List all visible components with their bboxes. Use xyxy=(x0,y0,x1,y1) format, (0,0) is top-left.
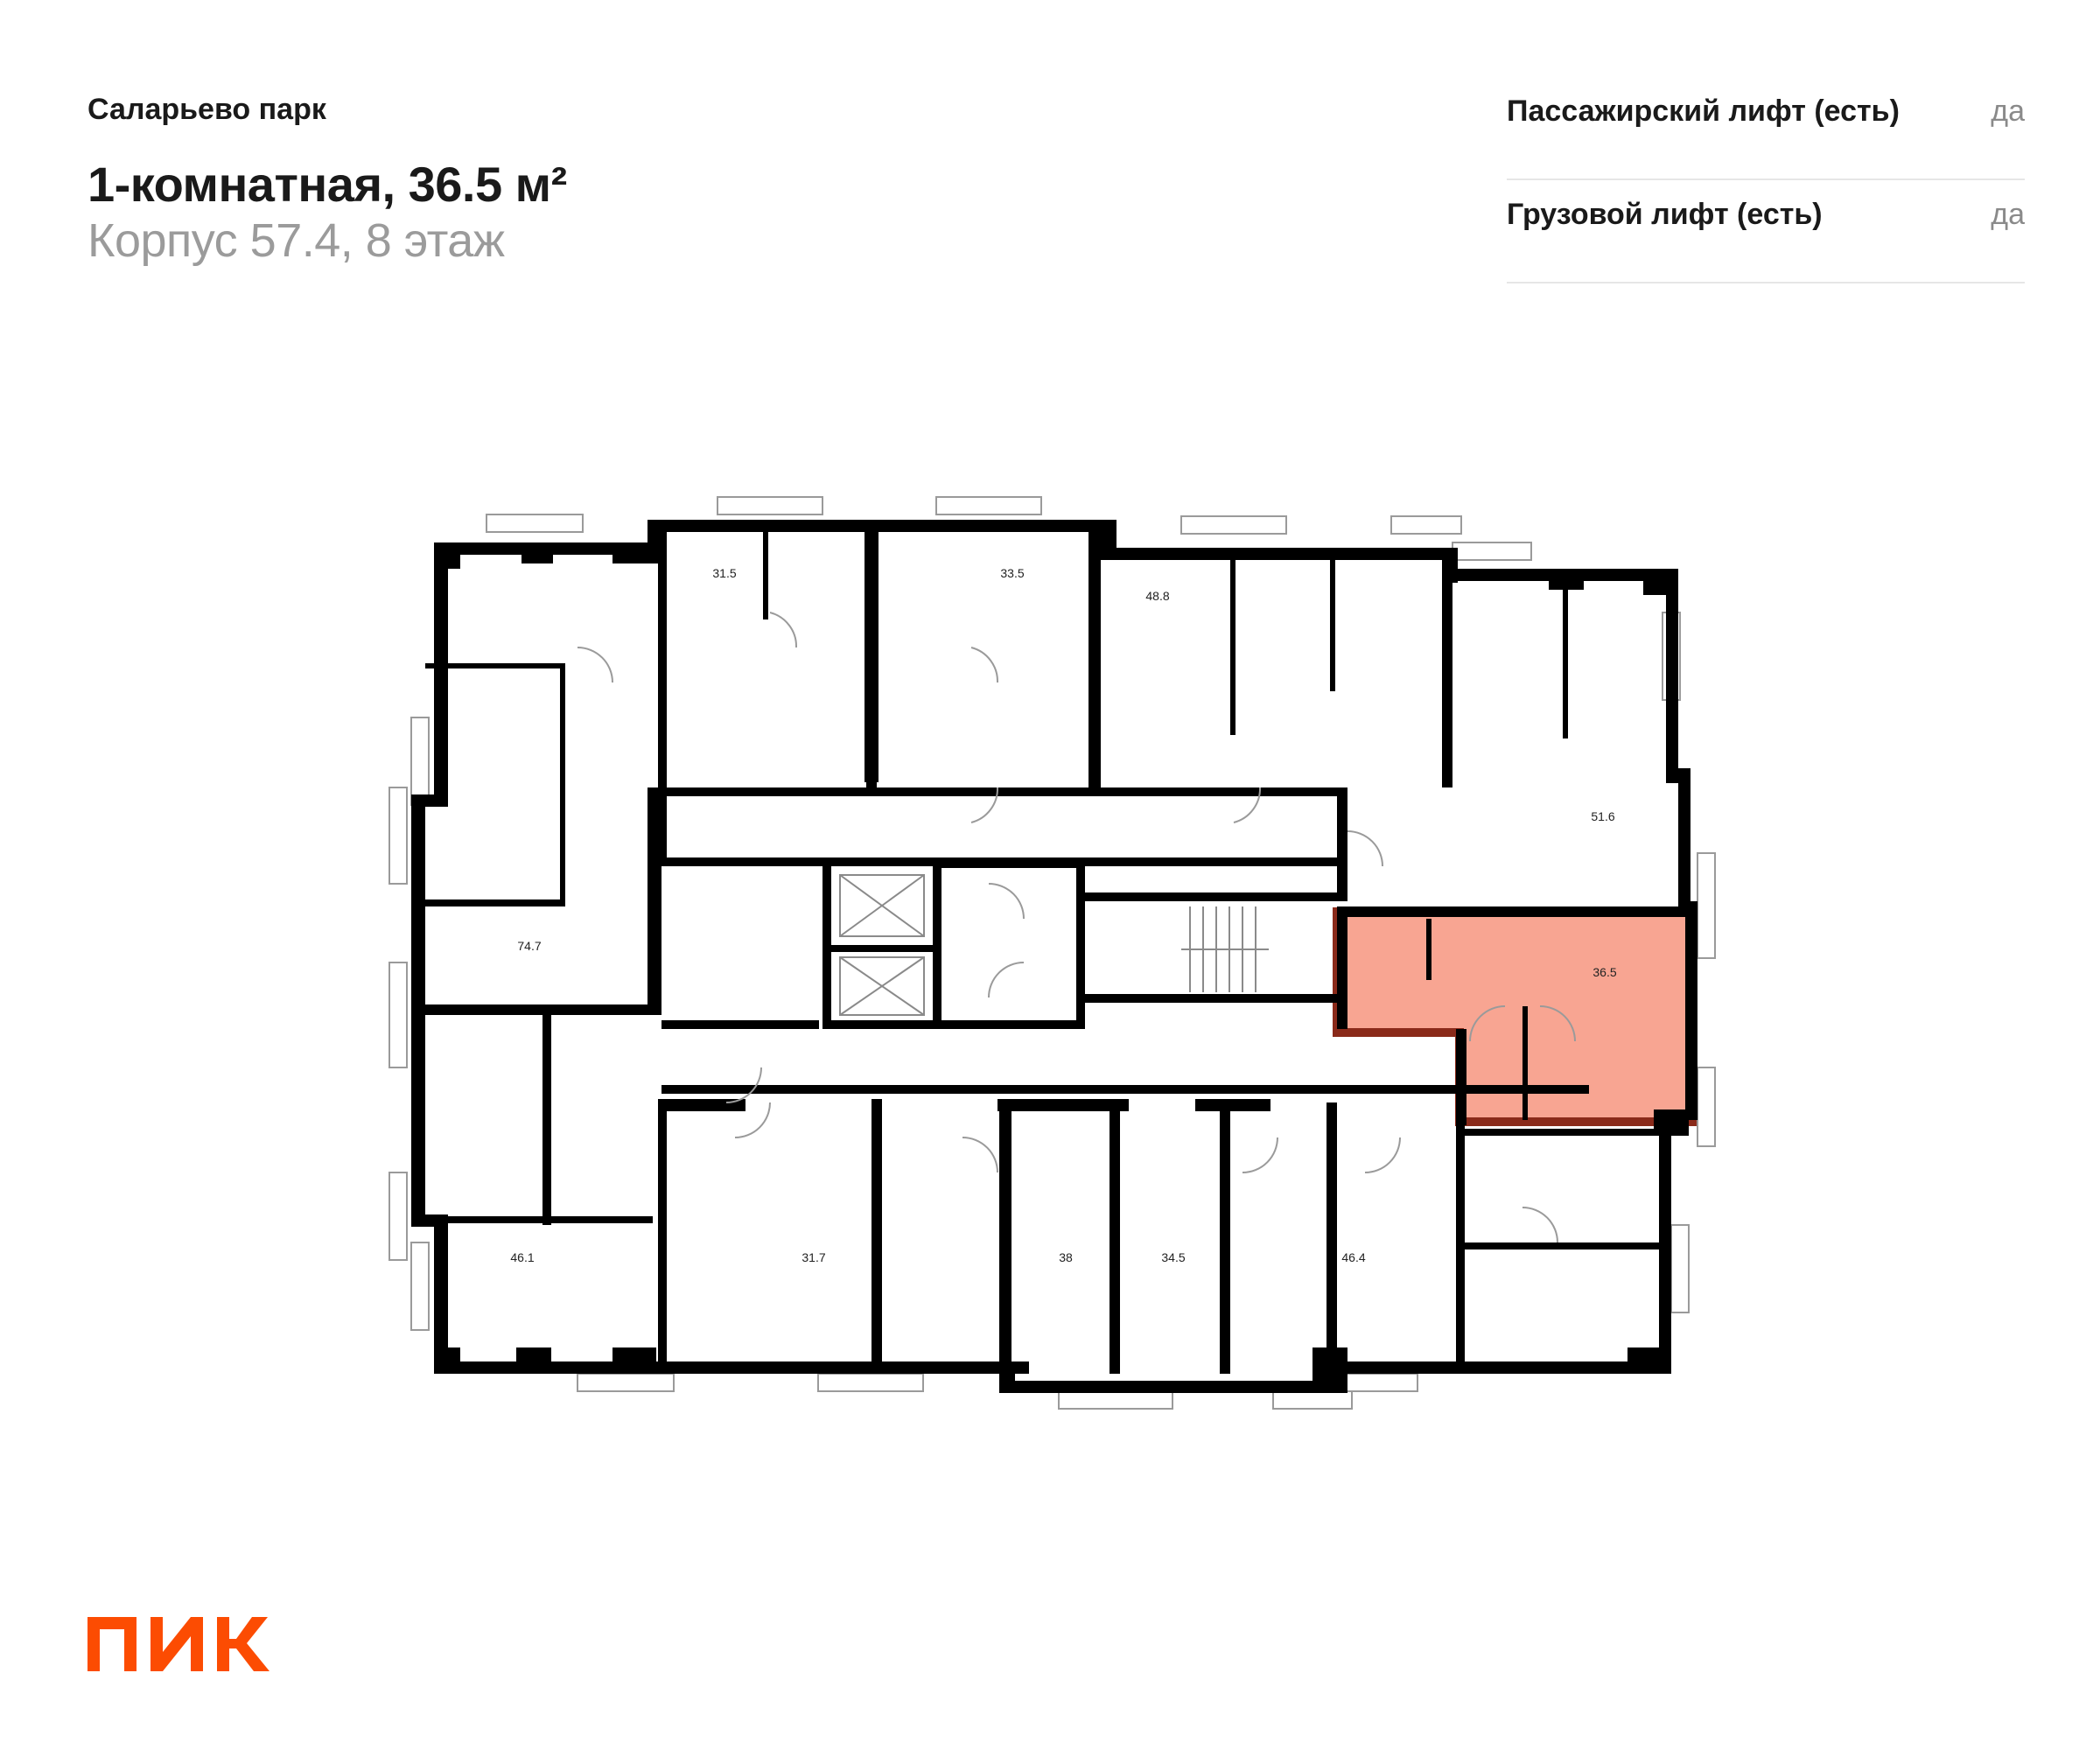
staircase xyxy=(1181,906,1269,992)
area-label: 31.7 xyxy=(802,1250,825,1264)
feature-label: Грузовой лифт (есть) xyxy=(1507,198,1823,231)
area-label: 46.1 xyxy=(510,1250,534,1264)
area-label: 46.4 xyxy=(1341,1250,1365,1264)
feature-value: да xyxy=(1991,94,2025,128)
area-label: 33.5 xyxy=(1000,566,1024,580)
feature-label: Пассажирский лифт (есть) xyxy=(1507,94,1900,128)
feature-passenger-lift: Пассажирский лифт (есть) да xyxy=(1507,77,2025,180)
area-label: 48.8 xyxy=(1145,589,1169,603)
area-label: 34.5 xyxy=(1161,1250,1185,1264)
area-label: 51.6 xyxy=(1591,809,1614,823)
doors xyxy=(577,612,1576,1243)
features-list: Пассажирский лифт (есть) да Грузовой лиф… xyxy=(1507,77,2025,284)
project-name: Саларьево парк xyxy=(88,93,326,126)
apartment-title: 1-комнатная, 36.5 м² xyxy=(88,157,567,212)
area-label: 31.5 xyxy=(712,566,736,580)
walls xyxy=(411,520,1698,1393)
building-floor-subtitle: Корпус 57.4, 8 этаж xyxy=(88,214,505,267)
area-label: 38 xyxy=(1059,1250,1073,1264)
feature-freight-lift: Грузовой лифт (есть) да xyxy=(1507,180,2025,284)
pik-logo[interactable] xyxy=(88,1617,271,1671)
area-labels: 31.5 33.5 48.8 51.6 74.7 36.5 46.1 31.7 … xyxy=(510,566,1616,1264)
area-label: 74.7 xyxy=(517,939,541,953)
feature-value: да xyxy=(1991,198,2025,231)
area-label: 36.5 xyxy=(1592,965,1616,979)
elevator-shafts xyxy=(839,874,925,1016)
